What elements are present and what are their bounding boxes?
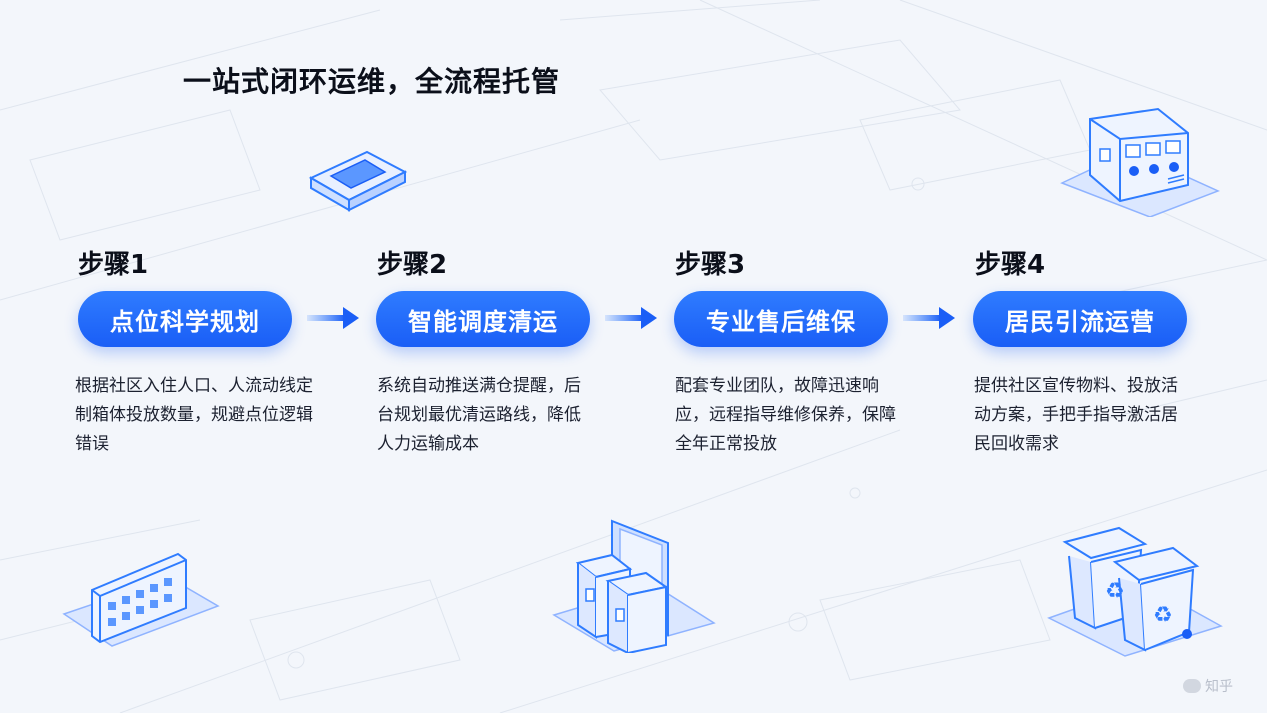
step-2-label: 步骤2 [377,250,448,280]
svg-text:♻: ♻ [1153,603,1173,628]
smart-terminal-illustration [308,150,408,212]
svg-text:♻: ♻ [1105,579,1125,604]
zhihu-logo-icon [1183,679,1201,693]
step-1-description: 根据社区入住人口、人流动线定制箱体投放数量，规避点位逻辑错误 [75,376,313,454]
arrow-right-icon [903,307,955,329]
step-3-label: 步骤3 [675,250,746,280]
zhihu-watermark: 知乎 [1183,676,1233,696]
step-2-description: 系统自动推送满仓提醒，后台规划最优清运路线，降低人力运输成本 [377,376,581,454]
recycling-bins-illustration: ♻ ♻ [1047,526,1223,657]
step-2-button[interactable]: 智能调度清运 [376,291,590,347]
recycling-station-illustration [1060,107,1220,217]
arrow-right-icon [605,307,657,329]
step-3-description: 配套专业团队，故障迅速响应，远程指导维修保养，保障全年正常投放 [675,376,896,454]
step-4-button[interactable]: 居民引流运营 [973,291,1187,347]
step-4-label: 步骤4 [975,250,1046,280]
step-1-label: 步骤1 [78,250,149,280]
residential-building-illustration [62,552,220,647]
step-3-button[interactable]: 专业售后维保 [674,291,888,347]
page-title: 一站式闭环运维，全流程托管 [183,65,561,98]
step-1-button[interactable]: 点位科学规划 [78,291,292,347]
recycling-bins-illustration [552,519,716,653]
watermark-text: 知乎 [1205,679,1233,695]
step-4-description: 提供社区宣传物料、投放活动方案，手把手指导激活居民回收需求 [974,376,1178,454]
arrow-right-icon [307,307,359,329]
